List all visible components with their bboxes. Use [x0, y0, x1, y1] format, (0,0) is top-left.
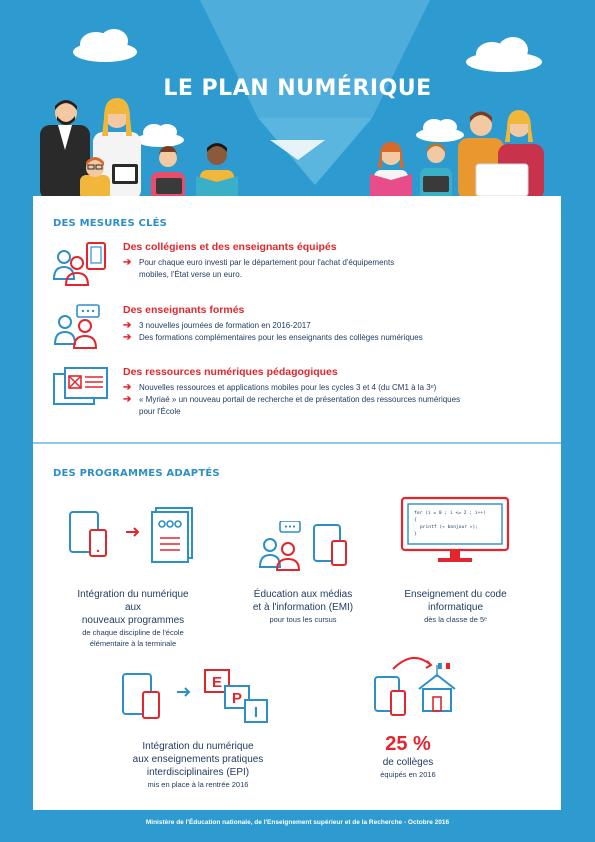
- stat-sublabel: équipés en 2016: [380, 770, 436, 779]
- measure-heading: Des ressources numériques pédagogiques: [123, 366, 338, 378]
- stat-value: 25 %: [385, 733, 431, 755]
- section-title-mesures: Des mesures clés: [53, 218, 168, 229]
- epi-letter: E: [212, 674, 222, 691]
- bullet-item: mobiles, l'État verse un euro.: [139, 270, 242, 279]
- people-media-icon: [258, 521, 347, 571]
- girl-figure: [151, 146, 185, 200]
- bullet-item: ➔3 nouvelles journées de formation en 20…: [123, 320, 311, 331]
- arrow-right-icon: ➔: [123, 320, 132, 331]
- program-item: Enseignement du code informatique dès la…: [404, 589, 507, 624]
- man-figure: [40, 100, 90, 200]
- content-card: Des mesures clés Des collégiens et des e…: [33, 196, 561, 810]
- measure-item: Des enseignants formés ➔3 nouvelles jour…: [53, 304, 543, 359]
- program-item: Intégration du numérique aux enseignemen…: [132, 741, 264, 789]
- measure-heading: Des collégiens et des enseignants équipé…: [123, 241, 337, 253]
- code-line: {: [414, 517, 417, 523]
- arrow-right-icon: ➔: [123, 257, 132, 268]
- boy-reading-figure: [196, 143, 238, 200]
- page-title: Le plan numérique: [163, 76, 432, 101]
- bullet-item: ➔Nouvelles ressources et applications mo…: [123, 382, 437, 393]
- devices-to-book-icon: [69, 507, 193, 563]
- section-title-programmes: Des programmes adaptés: [53, 468, 220, 479]
- devices-to-epi-icon: E P I: [122, 669, 268, 723]
- measure-item: Des collégiens et des enseignants équipé…: [53, 241, 543, 296]
- code-line: printf (« bonjour »);: [420, 524, 478, 530]
- bullet-item: ➔Pour chaque euro investi par le départe…: [123, 257, 395, 268]
- bullet-item: ➔« Myriaé » un nouveau portail de recher…: [123, 394, 461, 405]
- epi-letter: P: [232, 690, 242, 707]
- devices-to-school-icon: [374, 657, 456, 716]
- code-screen-icon: for (i = 0 ; i <= 2 ; i++) { printf (« b…: [400, 496, 510, 562]
- bullet-item: ➔Des formations complémentaires pour les…: [123, 332, 423, 343]
- people-chat-icon: [53, 304, 100, 349]
- boy-figure: [80, 157, 138, 200]
- boy-laptop-figure: [420, 143, 452, 200]
- program-item: Éducation aux médias et à l'information …: [252, 589, 354, 624]
- bullet-item: pour l'École: [139, 407, 181, 416]
- cloud-icon: [73, 29, 137, 62]
- people-illustration: [40, 98, 544, 200]
- program-item: Intégration du numérique aux nouveaux pr…: [77, 589, 189, 648]
- footer-credit: Ministère de l'Éducation nationale, de l…: [145, 819, 450, 826]
- epi-letter: I: [254, 704, 258, 721]
- code-line: }: [414, 531, 417, 537]
- arrow-right-icon: ➔: [123, 332, 132, 343]
- people-devices-icon: [53, 242, 106, 286]
- section-divider: [33, 442, 561, 444]
- measure-item: Des ressources numériques pédagogiques ➔…: [53, 366, 543, 431]
- woman-right-figure: [475, 110, 544, 200]
- measure-heading: Des enseignants formés: [123, 304, 245, 316]
- digital-resources-icon: [53, 367, 108, 405]
- stat-label: de collèges: [382, 757, 434, 768]
- girl-reading-figure: [370, 142, 412, 200]
- arrow-right-icon: ➔: [123, 382, 132, 393]
- stat-block: 25 % de collèges équipés en 2016: [353, 732, 463, 781]
- code-line: for (i = 0 ; i <= 2 ; i++): [414, 510, 486, 516]
- arrow-right-icon: ➔: [123, 394, 132, 405]
